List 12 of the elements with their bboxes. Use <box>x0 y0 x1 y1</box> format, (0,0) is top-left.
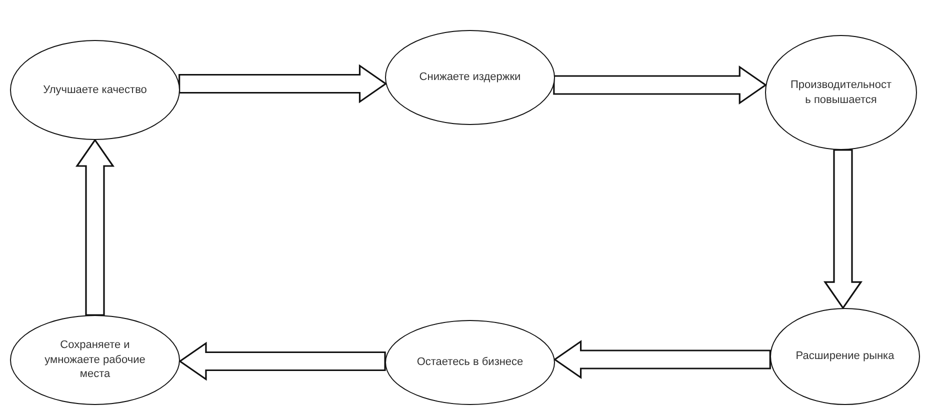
node-label: Производительность повышается <box>789 78 893 108</box>
block-arrow <box>178 64 388 104</box>
node-label: Улучшаете качество <box>43 82 147 98</box>
block-arrow <box>553 65 768 105</box>
node-label: Снижаете издержки <box>419 70 521 85</box>
node-label: Расширение рынка <box>796 349 894 364</box>
node-label: Сохраняете и умножаете рабочие места <box>44 338 146 382</box>
block-arrow <box>178 342 386 381</box>
block-arrow <box>823 149 863 310</box>
block-arrow <box>75 138 115 316</box>
node-label: Остаетесь в бизнесе <box>416 355 524 370</box>
block-arrow <box>553 340 771 380</box>
